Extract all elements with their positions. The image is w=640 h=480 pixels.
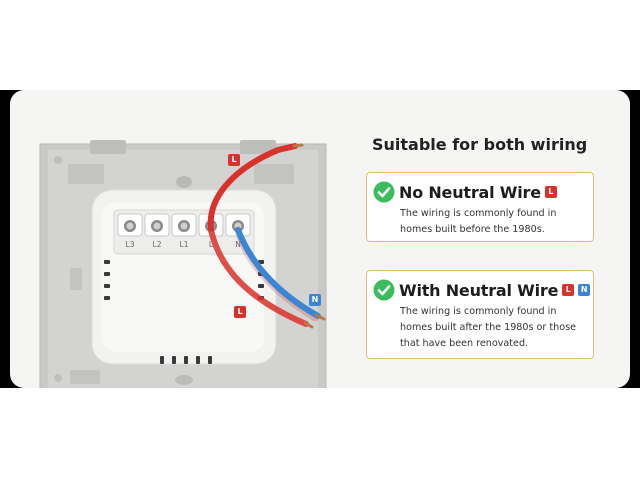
option-no-neutral-wire: No Neutral Wire L The wiring is commonly… bbox=[366, 172, 594, 242]
switch-back-illustration: L3 L2 L1 L N bbox=[39, 140, 327, 388]
terminal-label-l1: L1 bbox=[180, 240, 189, 249]
neutral-wire-label: N bbox=[309, 294, 321, 306]
option-description: The wiring is commonly found in homes bu… bbox=[400, 306, 577, 349]
terminal-label-l2: L2 bbox=[153, 240, 162, 249]
live-tag: L bbox=[544, 186, 557, 198]
terminal-label-l3: L3 bbox=[126, 240, 135, 249]
live-wire-bottom bbox=[208, 227, 309, 327]
check-circle-icon bbox=[373, 279, 395, 301]
live-wire-label-top: L bbox=[228, 154, 240, 166]
option-with-neutral-wire: With Neutral Wire L N The wiring is comm… bbox=[366, 270, 594, 359]
page-title: Suitable for both wiring bbox=[372, 135, 588, 154]
option-description: The wiring is commonly found in homes bu… bbox=[400, 208, 557, 235]
live-wire-top bbox=[207, 143, 298, 231]
neutral-tag: N bbox=[578, 284, 591, 296]
terminal-label-l: L bbox=[209, 240, 214, 249]
option-header: With Neutral Wire L N bbox=[373, 279, 591, 301]
neutral-wire bbox=[235, 227, 321, 319]
terminal-label-n: N bbox=[235, 240, 241, 249]
option-title: With Neutral Wire bbox=[399, 280, 559, 300]
option-header: No Neutral Wire L bbox=[373, 181, 557, 203]
live-tag: L bbox=[562, 284, 575, 296]
product-card: L3 L2 L1 L N bbox=[10, 90, 630, 388]
check-circle-icon bbox=[373, 181, 395, 203]
option-title: No Neutral Wire bbox=[399, 182, 541, 202]
live-wire-label-bottom: L bbox=[234, 306, 246, 318]
